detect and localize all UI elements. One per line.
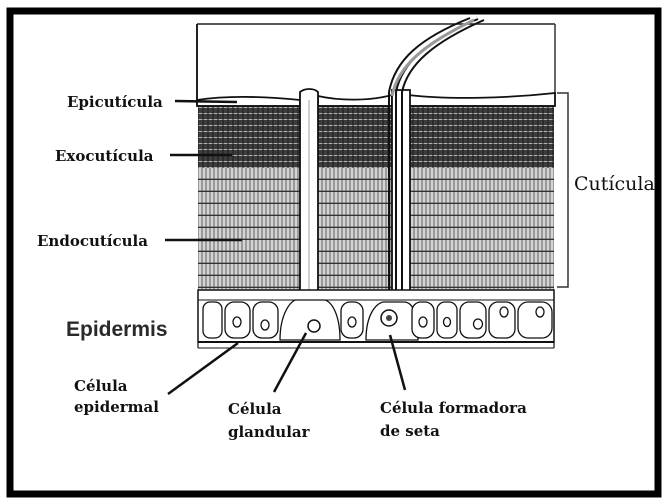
label-endocuticula: Endocutícula xyxy=(37,232,148,250)
label-celula-seta-line2: de seta xyxy=(380,422,440,440)
label-cuticula: Cutícula xyxy=(574,173,655,195)
label-exocuticula: Exocutícula xyxy=(55,147,154,165)
leader-epicuticula xyxy=(175,101,237,102)
label-celula-glandular-line1: Célula xyxy=(228,400,282,418)
label-epidermis: Epidermis xyxy=(66,318,168,341)
epidermis-layer xyxy=(198,290,554,348)
exocuticle-layer xyxy=(198,106,554,168)
endocuticle-layer xyxy=(198,168,554,290)
label-epicuticula: Epicutícula xyxy=(67,93,163,111)
label-celula-epidermal-line2: epidermal xyxy=(74,398,159,416)
gland-cell-body xyxy=(280,300,340,340)
label-celula-glandular-line2: glandular xyxy=(228,423,311,441)
label-celula-seta-line1: Célula formadora xyxy=(380,399,527,417)
label-celula-epidermal-line1: Célula xyxy=(74,377,128,395)
